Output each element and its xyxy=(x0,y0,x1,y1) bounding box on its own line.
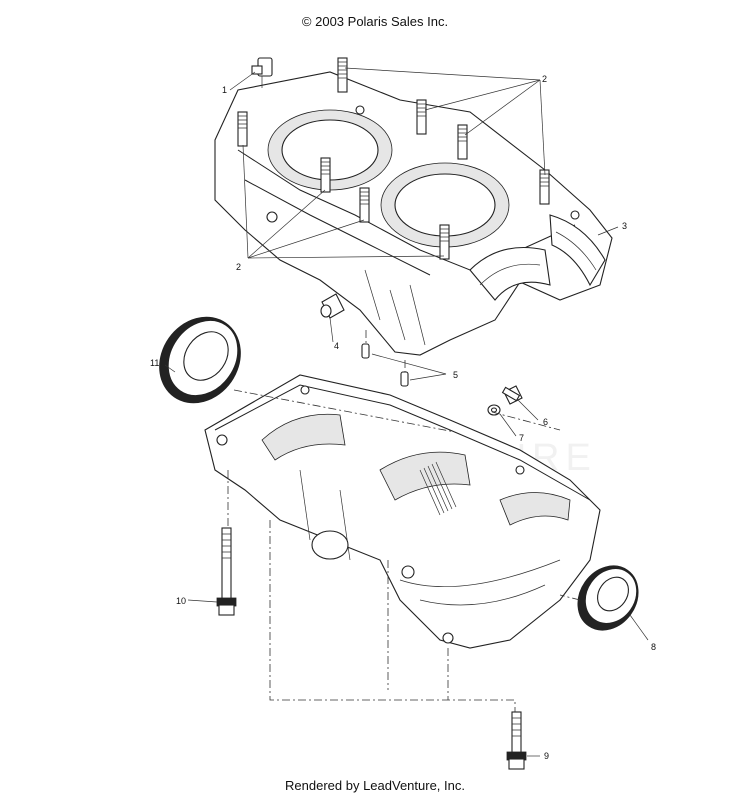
callout-2-top: 2 xyxy=(542,74,547,84)
bolt-part-9[interactable] xyxy=(506,711,527,770)
fitting-part-1[interactable] xyxy=(251,57,273,88)
lower-crankcase[interactable] xyxy=(204,374,601,649)
callout-1: 1 xyxy=(222,85,227,95)
callout-11: 11 xyxy=(150,358,159,368)
dowels-part-5[interactable] xyxy=(361,343,409,387)
assembly-lines xyxy=(227,330,581,712)
callout-9: 9 xyxy=(544,751,549,761)
seal-part-11[interactable] xyxy=(143,301,257,418)
callout-7: 7 xyxy=(519,433,524,443)
copyright-text: © 2003 Polaris Sales Inc. xyxy=(301,14,449,29)
leader-lines xyxy=(164,67,649,757)
callout-8: 8 xyxy=(651,642,656,652)
callout-4: 4 xyxy=(334,341,339,351)
rendered-by-text: Rendered by LeadVenture, Inc. xyxy=(285,778,465,793)
callout-3: 3 xyxy=(622,221,627,231)
callout-2-bottom: 2 xyxy=(236,262,241,272)
studs-part-2[interactable] xyxy=(237,57,550,260)
callout-5: 5 xyxy=(453,370,458,380)
washer-part-7[interactable] xyxy=(487,404,501,416)
callout-6: 6 xyxy=(543,417,548,427)
bolt-part-6[interactable] xyxy=(501,385,523,405)
upper-crankcase-part-3[interactable] xyxy=(214,71,613,356)
dowel-pin-part-4[interactable] xyxy=(320,293,345,319)
seal-part-8[interactable] xyxy=(566,554,651,642)
callout-10: 10 xyxy=(176,596,186,606)
bolt-part-10[interactable] xyxy=(216,527,237,616)
